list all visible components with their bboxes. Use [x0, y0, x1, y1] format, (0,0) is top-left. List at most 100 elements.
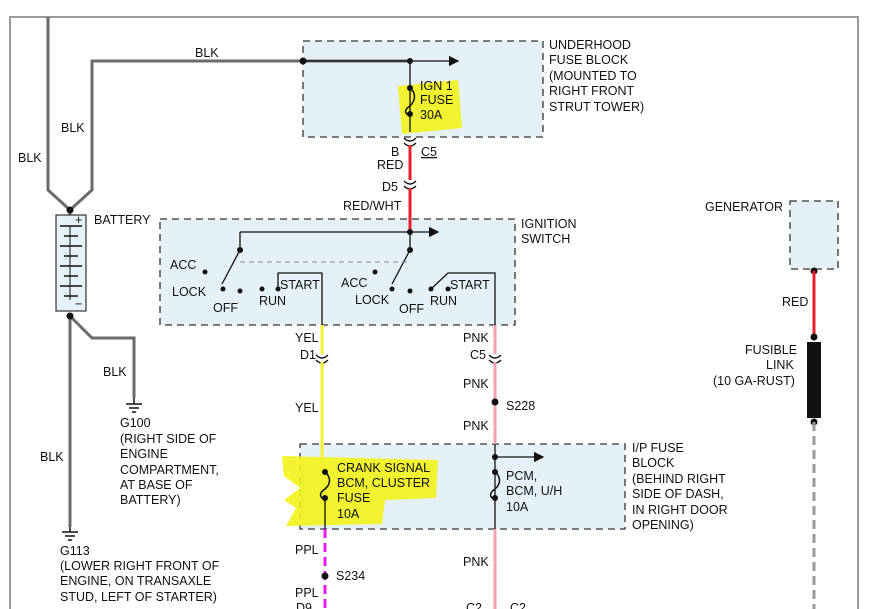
pcm-fuse-terminal-a [492, 469, 498, 475]
g100-label-5: BATTERY) [120, 493, 181, 507]
wire-label-blk-top: BLK [195, 46, 219, 60]
pcm-fuse-terminal-b [492, 495, 498, 501]
underhood-title-4: STRUT TOWER) [549, 100, 644, 114]
g113-label-2: ENGINE, ON TRANSAXLE [60, 574, 211, 588]
crank-fuse-icon [319, 471, 331, 501]
right-start-contact [445, 286, 451, 292]
g113-label-1: (LOWER RIGHT FRONT OF [60, 559, 220, 573]
wire-label-blk-left: BLK [18, 151, 42, 165]
blk-wire-g100 [68, 314, 136, 398]
wire-label-blk-low: BLK [40, 450, 64, 464]
left-off-label: OFF [213, 301, 238, 315]
splice-s228-label: S228 [506, 399, 535, 413]
ground-g100-icon [126, 398, 142, 413]
underhood-title-3: RIGHT FRONT [549, 84, 635, 98]
connector-c5-mid-icon [488, 354, 502, 364]
connector-label-d5: D5 [382, 180, 398, 194]
left-start-label: START [280, 278, 320, 292]
ground-g113-icon [62, 527, 78, 541]
ign1-fuse-icon [404, 87, 416, 117]
ign1-bus-node [407, 58, 413, 64]
connector-label-c5-top: C5 [421, 145, 437, 159]
wire-label-ppl-2: PPL [295, 586, 319, 600]
ip-title-3: SIDE OF DASH, [632, 487, 724, 501]
splice-s228 [491, 398, 499, 406]
connector-label-c2-right: C2 [510, 601, 526, 609]
wire-label-pnk-3: PNK [463, 419, 489, 433]
battery-minus: − [75, 297, 82, 311]
pcm-fuse-label-1: BCM, U/H [506, 484, 562, 498]
connector-label-d1: D1 [300, 348, 316, 362]
g100-label-2: ENGINE [120, 447, 168, 461]
crank-fuse-label-1: BCM, CLUSTER [337, 476, 430, 490]
fusible-link-label-2: (10 GA-RUST) [713, 374, 795, 388]
left-run-label: RUN [259, 294, 286, 308]
g100-label-1: (RIGHT SIDE OF [120, 432, 217, 446]
wire-label-red-wht: RED/WHT [343, 199, 402, 213]
left-acc-label: ACC [170, 258, 196, 272]
connector-c5-top-icon [403, 137, 417, 147]
connector-label-d9: D9 [296, 601, 312, 609]
blk-wire-left [46, 17, 72, 212]
battery-neg-terminal [66, 312, 74, 320]
wire-label-red: RED [377, 158, 403, 172]
fusible-link-label-0: FUSIBLE [745, 343, 797, 357]
ignition-title-1: SWITCH [521, 232, 570, 246]
left-lock-label: LOCK [172, 285, 207, 299]
wire-label-pnk-2: PNK [463, 377, 489, 391]
battery-symbol [55, 214, 87, 312]
ign1-fuse-terminal-a [407, 85, 413, 91]
underhood-title-1: FUSE BLOCK [549, 53, 629, 67]
connector-label-c5-mid: C5 [470, 348, 486, 362]
right-run-label: RUN [430, 294, 457, 308]
wire-label-yel-1: YEL [295, 331, 319, 345]
generator-box [789, 200, 839, 270]
right-acc-label: ACC [341, 276, 367, 290]
left-lock-contact [220, 286, 226, 292]
right-lock-contact [389, 286, 395, 292]
crank-fuse-terminal-a [322, 469, 328, 475]
wire-label-red-gen: RED [782, 295, 808, 309]
battery-plus: + [75, 213, 82, 227]
ign1-fuse-label-0: IGN 1 [420, 79, 453, 93]
connector-d1-icon [315, 354, 329, 364]
ip-title-0: I/P FUSE [632, 441, 684, 455]
fusible-link-label-1: LINK [766, 358, 794, 372]
wire-label-blk-mid: BLK [61, 121, 85, 135]
ign1-fuse-label-2: 30A [420, 108, 443, 122]
page-frame [9, 16, 859, 609]
pcm-fuse-label-2: 10A [506, 500, 529, 514]
wire-label-pnk-4: PNK [463, 555, 489, 569]
g100-label-4: AT BASE OF [120, 478, 193, 492]
crank-fuse-label-3: 10A [337, 507, 360, 521]
ip-bus-node [492, 454, 498, 460]
right-start-label: START [450, 278, 490, 292]
connector-label-b: B [391, 145, 399, 159]
right-acc-contact [372, 269, 378, 275]
pcm-fuse-icon [489, 471, 501, 501]
crank-fuse-label-0: CRANK SIGNAL [337, 461, 430, 475]
battery-pos-terminal [66, 206, 74, 214]
ip-title-4: IN RIGHT DOOR [632, 503, 728, 517]
fusible-link-top-node [810, 333, 818, 341]
ip-title-1: BLOCK [632, 456, 675, 470]
ign1-fuse-label-1: FUSE [420, 93, 453, 107]
g100-label-0: G100 [120, 416, 151, 430]
right-lock-label: LOCK [355, 293, 390, 307]
wire-label-pnk-1: PNK [463, 331, 489, 345]
g113-label-3: STUD, LEFT OF STARTER) [60, 590, 217, 604]
splice-s234 [321, 572, 329, 580]
right-switch-blade [391, 249, 411, 285]
ip-title-5: OPENING) [632, 518, 694, 532]
left-run-contact [259, 286, 265, 292]
ign1-fuse-terminal-b [407, 111, 413, 117]
battery-label: BATTERY [94, 213, 151, 227]
right-off-contact [407, 288, 413, 294]
ignition-switch-box [159, 218, 516, 326]
connector-label-c2-left: C2 [466, 601, 482, 609]
right-off-label: OFF [399, 302, 424, 316]
crank-fuse-highlight [282, 456, 438, 526]
wire-label-blk-g100: BLK [103, 365, 127, 379]
blk-wire-top [68, 59, 410, 212]
